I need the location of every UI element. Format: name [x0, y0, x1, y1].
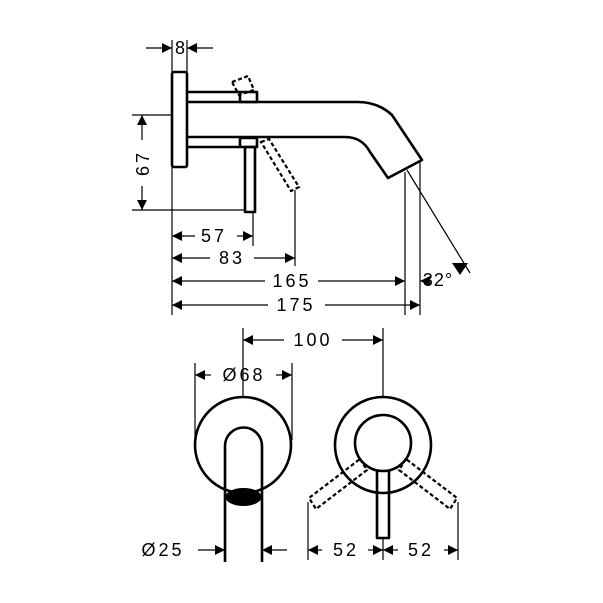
dim-spacing: 100 [242, 328, 384, 396]
dim-label: 32° [423, 270, 453, 290]
mixer-lever [375, 470, 391, 540]
dim-label: 100 [293, 330, 332, 350]
wall-plate [170, 70, 189, 169]
angle-line [406, 169, 471, 274]
spout-rosette [193, 395, 293, 495]
dim-spout-outlet: 165 [172, 271, 430, 291]
dim-plate-thickness: 8 [146, 38, 213, 72]
spout-front [223, 426, 264, 562]
dim-spout-total: 175 [172, 295, 420, 315]
mixer-rosette [333, 395, 433, 495]
dim-label: Ø68 [222, 365, 265, 385]
lever [243, 145, 257, 214]
dim-label: 175 [276, 295, 315, 315]
extension-lines [171, 160, 471, 315]
dim-lever-swing: 52 52 [307, 502, 459, 560]
lever-alt-left [307, 457, 369, 511]
dim-label: Ø25 [141, 540, 184, 560]
dim-label: 52 [333, 540, 359, 560]
lever-hub-bottom [238, 136, 259, 149]
dim-lever-axis: 57 [172, 226, 253, 246]
lever-alt-position-top [230, 74, 256, 97]
spout-outlet [225, 488, 262, 506]
lever-hub-top [238, 90, 259, 104]
lever-alt-position [259, 137, 301, 193]
dim-rosette-diameter: Ø68 [194, 363, 293, 440]
spout [187, 100, 424, 180]
dim-label: 52 [408, 540, 434, 560]
mixer-handle-base [353, 413, 413, 473]
dim-height: 67 [132, 114, 245, 211]
dim-label: 67 [133, 150, 153, 176]
lever-alt-right [397, 457, 459, 511]
dim-label: 83 [219, 248, 245, 268]
dim-label: 165 [272, 271, 311, 291]
dim-label: 57 [201, 226, 227, 246]
side-view: 8 67 57 83 [132, 38, 471, 315]
valve-body [187, 90, 240, 149]
dim-lever-tip: 83 [172, 248, 295, 268]
dim-angle: 32° [423, 263, 468, 290]
dim-label: 8 [175, 38, 185, 58]
dim-spout-diameter: Ø25 [141, 540, 287, 560]
front-view: 100 Ø68 Ø25 52 [141, 328, 459, 562]
